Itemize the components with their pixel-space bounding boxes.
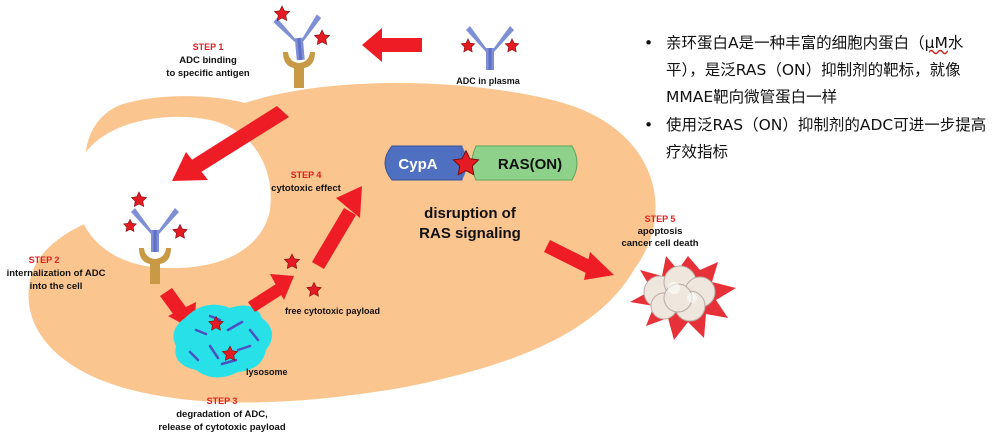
step3-line1: degradation of ADC,	[176, 409, 267, 420]
adc-in-plasma-label: ADC in plasma	[456, 76, 521, 86]
step1-line2: to specific antigen	[166, 68, 250, 79]
step3-title: STEP 3	[207, 396, 238, 406]
cypa-label: CypA	[398, 156, 437, 173]
step2-line1: internalization of ADC	[7, 268, 106, 279]
note-1-prefix: 亲环蛋白A是一种丰富的细胞内蛋白（	[666, 34, 925, 52]
arrow-plasma-to-binding	[362, 28, 422, 62]
adc-plasma-icon	[460, 26, 520, 70]
step2-title: STEP 2	[29, 255, 60, 265]
step4-line1: cytotoxic effect	[271, 183, 342, 194]
step3-line2: release of cytotoxic payload	[158, 422, 285, 433]
step1-line1: ADC binding	[179, 55, 237, 66]
note-1-suffix: 水平），是泛RAS（ON）抑制剂的靶标，就像MMAE靶向微管蛋白一样	[666, 34, 964, 106]
ras-on-label: RAS(ON)	[498, 156, 562, 173]
step1-title: STEP 1	[193, 42, 224, 52]
note-item-target: 亲环蛋白A是一种丰富的细胞内蛋白（μM水平），是泛RAS（ON）抑制剂的靶标，就…	[640, 30, 995, 111]
free-payload-label: free cytotoxic payload	[285, 306, 380, 316]
step2-line2: into the cell	[30, 281, 83, 292]
arrow-payload-to-effect	[312, 186, 362, 269]
arrow-lysosome-to-payload	[248, 274, 294, 312]
lysosome	[173, 304, 273, 378]
disruption-line2: RAS signaling	[419, 225, 521, 242]
step5-line1: apoptosis	[638, 226, 683, 237]
step4-title: STEP 4	[291, 170, 322, 180]
notes-list: 亲环蛋白A是一种丰富的细胞内蛋白（μM水平），是泛RAS（ON）抑制剂的靶标，就…	[640, 30, 995, 167]
cypa-ras-complex	[384, 145, 578, 181]
disruption-line1: disruption of	[424, 205, 517, 222]
lysosome-label: lysosome	[246, 367, 288, 377]
adc-bound-antigen-icon	[272, 5, 330, 88]
arrow-binding-to-internalization	[172, 106, 289, 181]
note-item-efficacy: 使用泛RAS（ON）抑制剂的ADC可进一步提高疗效指标	[640, 112, 995, 166]
apoptosis-burst-icon	[630, 256, 736, 340]
arrow-to-apoptosis	[544, 240, 614, 280]
note-2-text: 使用泛RAS（ON）抑制剂的ADC可进一步提高疗效指标	[666, 116, 987, 161]
step5-line2: cancer cell death	[621, 238, 698, 249]
step5-title: STEP 5	[645, 214, 676, 224]
note-1-micromolar: μM	[924, 34, 948, 52]
